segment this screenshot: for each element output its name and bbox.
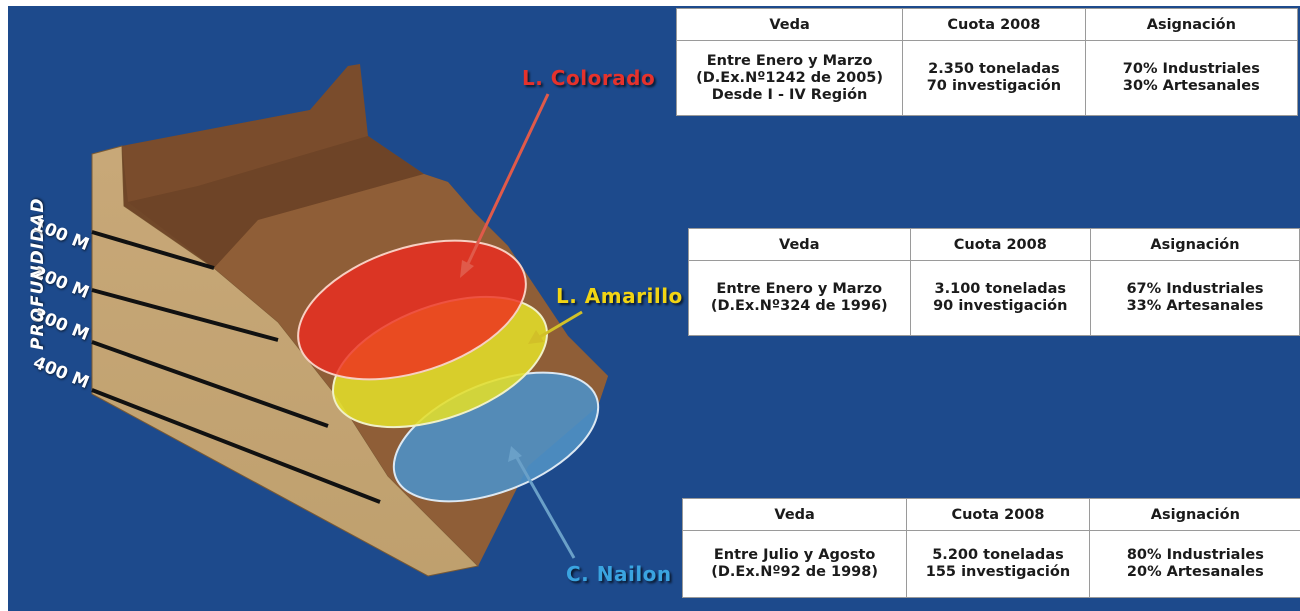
veda-line: (D.Ex.Nº92 de 1998) (711, 564, 878, 580)
veda-cell: Entre Enero y Marzo (D.Ex.Nº324 de 1996) (688, 260, 911, 336)
veda-line: Entre Julio y Agosto (713, 547, 876, 563)
depth-line-400 (91, 388, 381, 504)
veda-line: Entre Enero y Marzo (716, 281, 883, 297)
asignacion-cell: 80% Industriales 20% Artesanales (1088, 530, 1300, 598)
table-header-row: Veda Cuota 2008 Asignación (681, 498, 1300, 531)
diagram-canvas: PROFUNDIDAD 100 M 200 M 300 M 400 M L. C… (8, 6, 1300, 611)
table-row: Entre Enero y Marzo (D.Ex.Nº1242 de 2005… (675, 40, 1299, 116)
cuota-line: 155 investigación (925, 564, 1071, 580)
pointer-arrow-nailon (514, 455, 576, 559)
header-asignacion: Asignación (1090, 228, 1300, 261)
asignacion-line: 67% Industriales (1126, 281, 1264, 297)
cuota-cell: 3.100 toneladas 90 investigación (909, 260, 1092, 336)
regulation-table-amarillo: Veda Cuota 2008 Asignación Entre Enero y… (688, 228, 1300, 336)
veda-cell: Entre Julio y Agosto (D.Ex.Nº92 de 1998) (681, 530, 908, 598)
cuota-cell: 2.350 toneladas 70 investigación (902, 40, 1086, 116)
veda-line: (D.Ex.Nº324 de 1996) (710, 298, 888, 314)
header-veda: Veda (681, 498, 908, 531)
table-header-row: Veda Cuota 2008 Asignación (688, 228, 1300, 261)
header-cuota: Cuota 2008 (909, 228, 1092, 261)
seabed-slope-illustration (91, 64, 608, 577)
header-asignacion: Asignación (1084, 8, 1299, 41)
pointer-arrow-colorado (464, 93, 550, 269)
header-veda: Veda (688, 228, 911, 261)
habitat-ellipse-colorado (297, 239, 527, 381)
table-row: Entre Enero y Marzo (D.Ex.Nº324 de 1996)… (688, 260, 1300, 336)
asignacion-line: 70% Industriales (1122, 61, 1260, 77)
veda-cell: Entre Enero y Marzo (D.Ex.Nº1242 de 2005… (675, 40, 904, 116)
cuota-line: 90 investigación (933, 298, 1068, 314)
depth-line-200 (91, 288, 279, 342)
species-label-amarillo: L. Amarillo (556, 284, 683, 308)
pointer-head-nailon (508, 446, 522, 462)
asignacion-line: 80% Industriales (1126, 547, 1264, 563)
cuota-line: 2.350 toneladas (928, 61, 1060, 77)
species-label-colorado: L. Colorado (522, 66, 656, 90)
shelf-step-face (128, 136, 424, 268)
veda-line: (D.Ex.Nº1242 de 2005) (696, 69, 884, 86)
depth-line-300 (91, 340, 329, 428)
cuota-line: 5.200 toneladas (932, 547, 1064, 563)
veda-line: Entre Enero y Marzo (706, 52, 873, 69)
depth-line-100 (91, 230, 215, 270)
pointer-head-amarillo (528, 330, 544, 344)
cuota-line: 70 investigación (926, 78, 1062, 94)
pointer-arrow-amarillo (537, 310, 583, 340)
table-row: Entre Julio y Agosto (D.Ex.Nº92 de 1998)… (681, 530, 1300, 598)
species-label-nailon: C. Nailon (566, 562, 672, 586)
asignacion-cell: 70% Industriales 30% Artesanales (1084, 40, 1299, 116)
asignacion-cell: 67% Industriales 33% Artesanales (1090, 260, 1300, 336)
header-asignacion: Asignación (1088, 498, 1300, 531)
veda-line: Desde I - IV Región (711, 86, 868, 103)
table-header-row: Veda Cuota 2008 Asignación (675, 8, 1299, 41)
header-veda: Veda (675, 8, 904, 41)
pointer-head-colorado (460, 260, 474, 278)
asignacion-line: 33% Artesanales (1126, 298, 1264, 314)
regulation-table-nailon: Veda Cuota 2008 Asignación Entre Julio y… (681, 498, 1300, 598)
shelf-upper-step (122, 64, 368, 202)
header-cuota: Cuota 2008 (906, 498, 1090, 531)
regulation-table-colorado: Veda Cuota 2008 Asignación Entre Enero y… (675, 8, 1299, 116)
asignacion-line: 20% Artesanales (1126, 564, 1264, 580)
header-cuota: Cuota 2008 (902, 8, 1086, 41)
cuota-cell: 5.200 toneladas 155 investigación (906, 530, 1090, 598)
cuota-line: 3.100 toneladas (934, 281, 1067, 297)
asignacion-line: 30% Artesanales (1122, 78, 1260, 94)
